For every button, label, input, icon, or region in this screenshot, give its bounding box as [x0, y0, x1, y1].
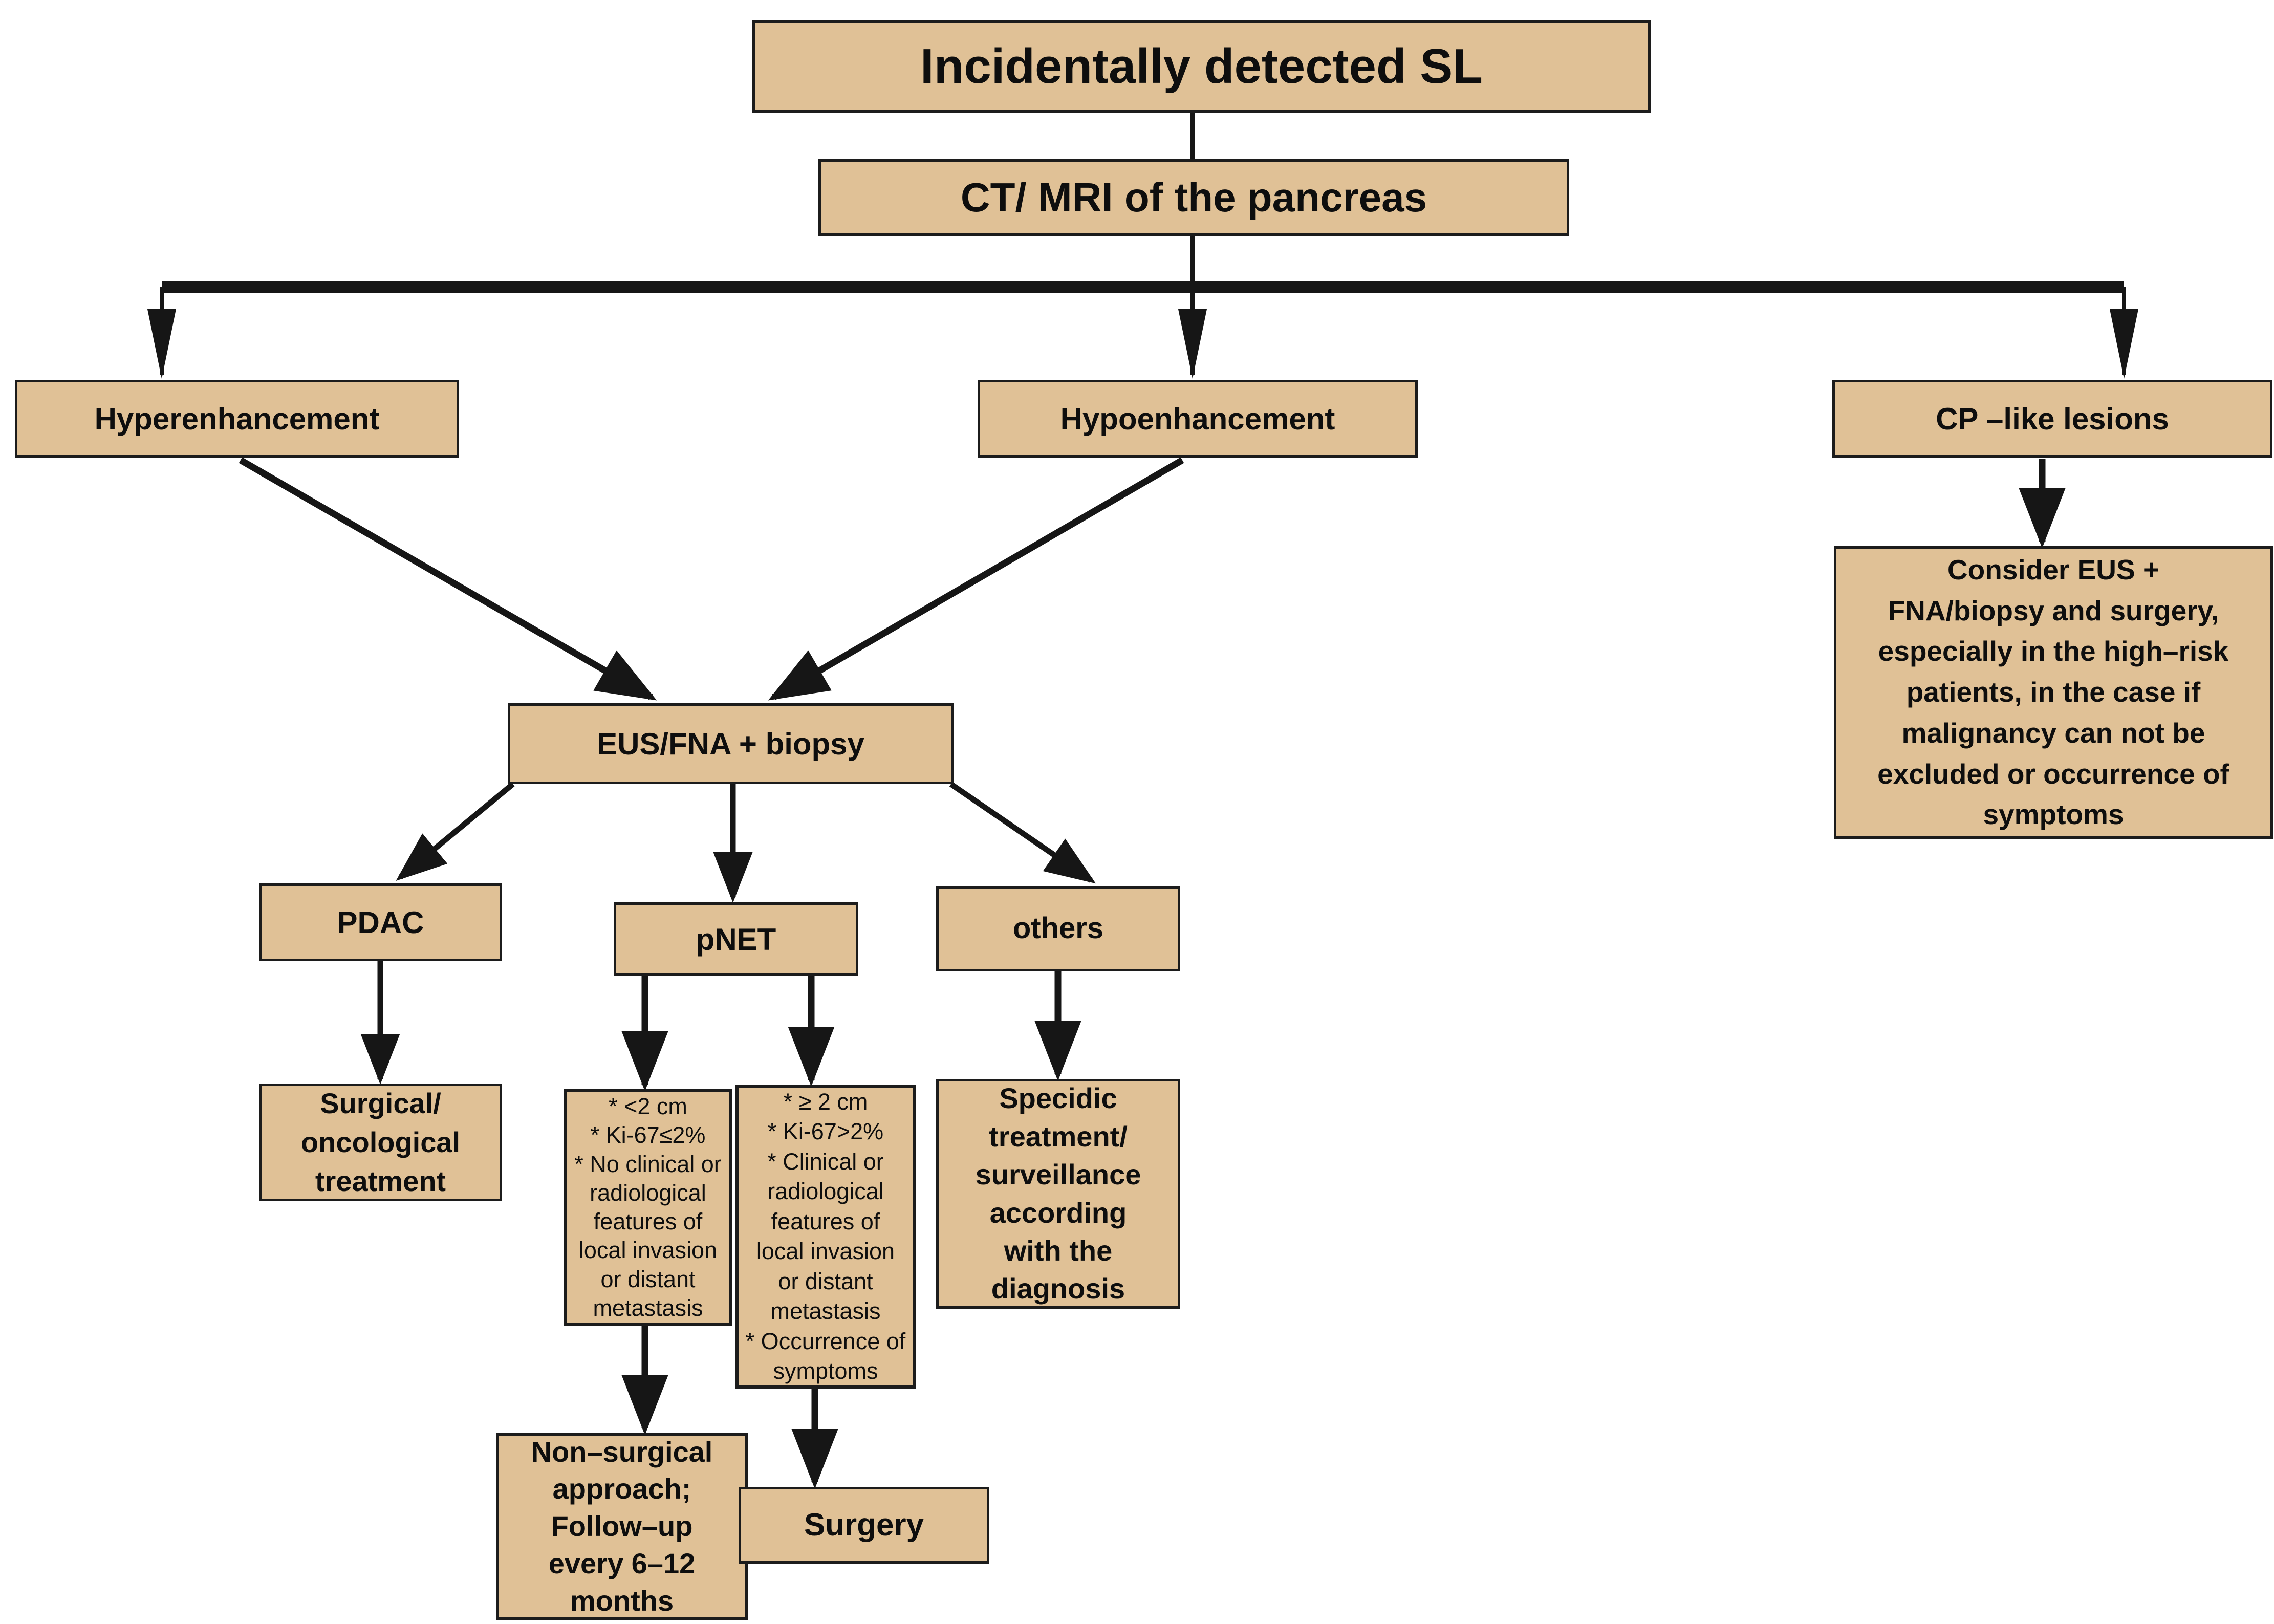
- node-surgical-oncological-treatment: Surgical/ oncological treatment: [259, 1084, 502, 1201]
- arrow-eusfna-to-pdac: [396, 782, 515, 881]
- node-cp-like-lesions: CP –like lesions: [1832, 380, 2272, 458]
- node-nonsurgical-followup: Non–surgical approach; Follow–up every 6…: [496, 1433, 748, 1620]
- node-incidentally-detected-sl: Incidentally detected SL: [752, 20, 1651, 113]
- node-surgery: Surgery: [739, 1487, 989, 1564]
- node-others: others: [936, 886, 1180, 971]
- node-ct-mri-of-pancreas: CT/ MRI of the pancreas: [818, 159, 1569, 236]
- node-consider-eus-fna-surgery: Consider EUS + FNA/biopsy and surgery, e…: [1834, 546, 2273, 839]
- node-criteria-large-pnet: * ≥ 2 cm * Ki-67>2% * Clinical or radiol…: [735, 1085, 916, 1389]
- node-hypoenhancement: Hypoenhancement: [978, 380, 1418, 458]
- node-pdac: PDAC: [259, 883, 502, 961]
- node-eus-fna-biopsy: EUS/FNA + biopsy: [508, 703, 954, 784]
- node-criteria-small-pnet: * <2 cm * Ki-67≤2% * No clinical or radi…: [564, 1089, 732, 1326]
- arrow-hyper-to-eusfna: [239, 457, 657, 701]
- node-hyperenhancement: Hyperenhancement: [15, 380, 459, 458]
- arrow-eusfna-to-others: [949, 782, 1096, 884]
- arrow-hypo-to-eusfna: [768, 457, 1184, 701]
- node-pnet: pNET: [614, 902, 858, 976]
- node-specific-treatment-surveillance: Specidic treatment/ surveillance accordi…: [936, 1079, 1180, 1309]
